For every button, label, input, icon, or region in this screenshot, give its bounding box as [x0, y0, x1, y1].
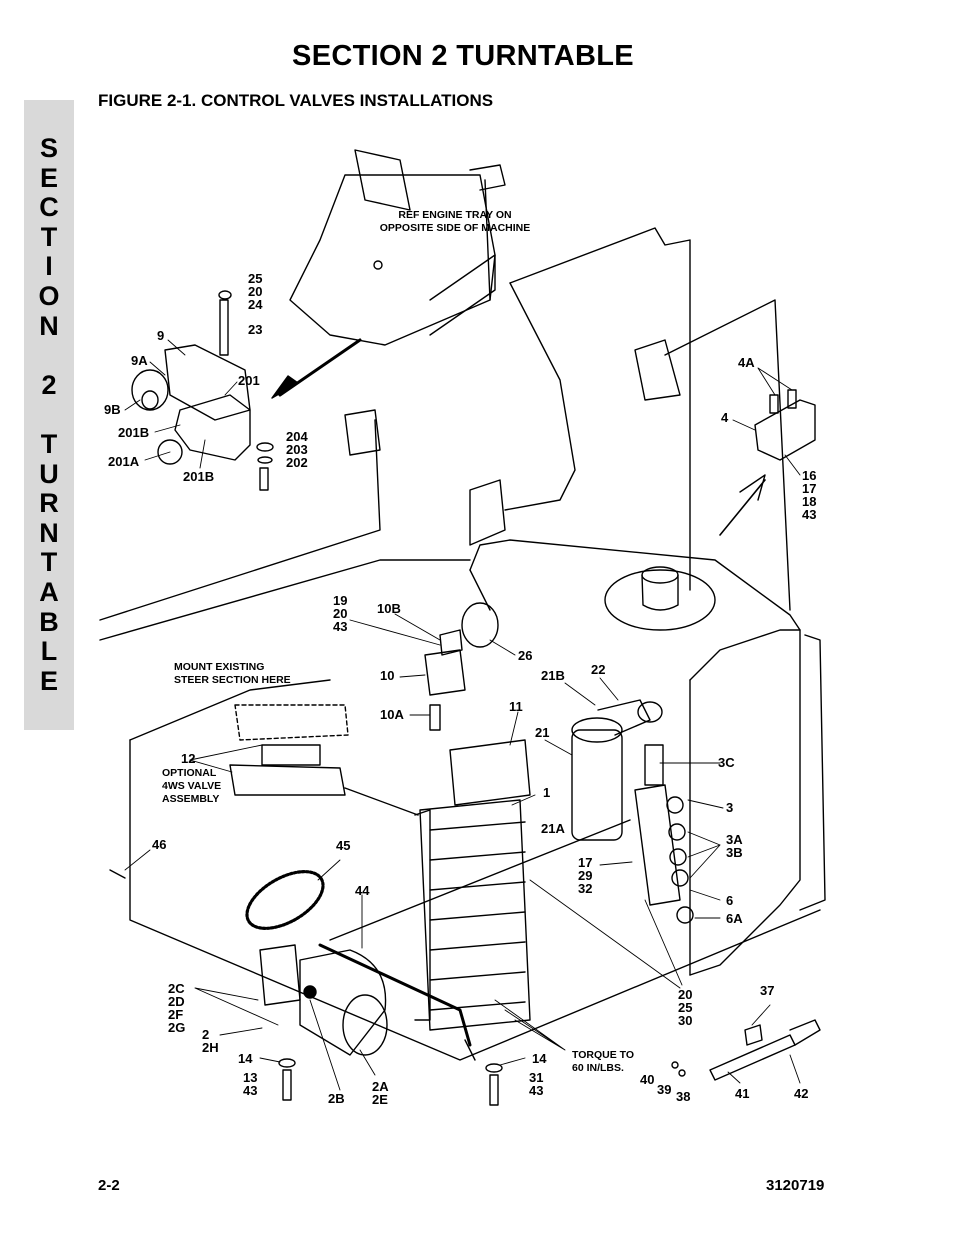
- frame-rails-drawing: [99, 227, 791, 641]
- valve-10-drawing: [424, 602, 499, 731]
- callout-3c: 3C: [718, 755, 735, 770]
- exploded-parts-drawing: [99, 149, 826, 1106]
- callout-3a-3b: 3A 3B: [726, 832, 743, 860]
- side-tab-letter: T: [40, 428, 58, 459]
- callout-37: 37: [760, 983, 775, 998]
- callout-17-29-32: 17 29 32: [578, 855, 593, 896]
- filter-21-drawing: [571, 699, 664, 841]
- note-torque: TORQUE TO 60 IN/LBS.: [572, 1049, 635, 1074]
- side-tab-letter: E: [39, 162, 58, 193]
- callout-201b-top: 201B: [118, 425, 150, 440]
- callout-204-203-202: 204 203 202: [286, 429, 308, 470]
- callout-2a-2e: 2A 2E: [372, 1079, 389, 1107]
- callout-2c-2d-2f-2g: 2C 2D 2F 2G: [168, 981, 186, 1035]
- hydraulic-tank-drawing: [469, 539, 826, 976]
- leader-lines: [124, 339, 801, 1091]
- callout-9: 9: [157, 328, 165, 343]
- side-tab-letter: L: [40, 636, 58, 667]
- callout-38: 38: [676, 1089, 691, 1104]
- note-mount-existing-steer: MOUNT EXISTING STEER SECTION HERE: [174, 661, 291, 686]
- valve-9-201-drawing: [131, 290, 274, 491]
- callout-3: 3: [726, 800, 734, 815]
- frame-base-drawing: [109, 679, 821, 1061]
- callout-23: 23: [248, 322, 263, 337]
- callout-201a: 201A: [108, 454, 140, 469]
- callout-14-left: 14: [238, 1051, 253, 1066]
- section-title: SECTION 2 TURNTABLE: [292, 40, 634, 72]
- callout-44: 44: [355, 883, 370, 898]
- callout-16-17-18-43: 16 17 18 43: [802, 468, 817, 522]
- side-tab-letter: C: [39, 192, 59, 223]
- callout-40: 40: [640, 1072, 655, 1087]
- callout-42: 42: [794, 1086, 809, 1101]
- callout-21a: 21A: [541, 821, 565, 836]
- callout-31-43: 31 43: [529, 1070, 544, 1098]
- pump-2-drawing: [259, 943, 503, 1106]
- note-optional-4ws-valve: OPTIONAL 4WS VALVE ASSEMBLY: [162, 767, 222, 805]
- side-tab-letter: R: [39, 488, 59, 519]
- callout-12: 12: [181, 751, 196, 766]
- side-tab-letter: I: [45, 251, 53, 282]
- callout-6a: 6A: [726, 911, 743, 926]
- document-number: 3120719: [766, 1177, 825, 1194]
- callout-10: 10: [380, 668, 395, 683]
- side-tab-letter: N: [39, 517, 59, 548]
- hose-41-42-drawing: [671, 1019, 821, 1081]
- callout-21: 21: [535, 725, 550, 740]
- side-tab-letter: E: [39, 665, 58, 696]
- callout-9a: 9A: [131, 353, 148, 368]
- valve-3-drawing: [634, 784, 694, 924]
- callout-2-2h: 2 2H: [202, 1027, 219, 1055]
- callout-45: 45: [336, 838, 351, 853]
- callout-4: 4: [721, 410, 729, 425]
- side-tab-letter: 2: [41, 369, 57, 400]
- callout-22: 22: [591, 662, 606, 677]
- valve-stack-drawing: [414, 739, 531, 1031]
- side-tab-letter: T: [40, 221, 58, 252]
- callout-10b: 10B: [377, 601, 401, 616]
- callout-41: 41: [735, 1086, 750, 1101]
- callout-1: 1: [543, 785, 551, 800]
- side-tab-letter: N: [39, 310, 59, 341]
- callout-14-right: 14: [532, 1051, 547, 1066]
- callout-13-43: 13 43: [243, 1070, 258, 1098]
- valve-4-drawing: [754, 389, 816, 461]
- callout-4a: 4A: [738, 355, 755, 370]
- callout-20-25-30: 20 25 30: [678, 987, 693, 1028]
- callout-19-20-43: 19 20 43: [333, 593, 348, 634]
- callout-46: 46: [152, 837, 167, 852]
- callout-11: 11: [509, 699, 523, 714]
- side-tab-letter: O: [38, 280, 60, 311]
- callout-10a: 10A: [380, 707, 404, 722]
- side-tab-letter: A: [39, 576, 59, 607]
- callout-201: 201: [238, 373, 260, 388]
- callout-201b-bottom: 201B: [183, 469, 215, 484]
- engine-tray-drawing: [271, 149, 506, 399]
- callout-9b: 9B: [104, 402, 121, 417]
- callout-2b: 2B: [328, 1091, 345, 1106]
- side-tab-letter: T: [40, 547, 58, 578]
- callout-39: 39: [657, 1082, 672, 1097]
- optional-4ws-valve-solid: [229, 744, 419, 816]
- callout-21b: 21B: [541, 668, 565, 683]
- side-tab-letter: B: [39, 606, 59, 637]
- optional-4ws-valve-drawing: [234, 704, 349, 741]
- callout-6: 6: [726, 893, 734, 908]
- callout-25-20-24: 25 20 24: [248, 271, 263, 312]
- figure-title: FIGURE 2-1. CONTROL VALVES INSTALLATIONS: [98, 91, 494, 110]
- side-tab-letter: S: [39, 133, 58, 163]
- note-ref-engine-tray: REF ENGINE TRAY ON OPPOSITE SIDE OF MACH…: [379, 209, 531, 234]
- callout-26: 26: [518, 648, 533, 663]
- page-number: 2-2: [98, 1177, 120, 1194]
- side-tab-letter: U: [39, 458, 59, 489]
